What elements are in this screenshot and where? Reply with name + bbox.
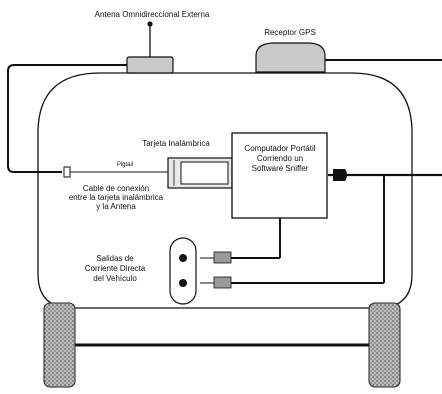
dc-outlet-socket <box>179 279 187 287</box>
antenna-label: Antena Omnidireccional Externa <box>94 10 210 19</box>
dc-plug <box>213 276 232 289</box>
dc-outlet-panel <box>169 237 197 305</box>
gps-receiver-icon <box>255 42 326 73</box>
antenna-cable <box>7 64 127 173</box>
dc-plug <box>213 251 232 264</box>
antenna-icon <box>147 21 153 27</box>
antenna-base <box>126 56 174 74</box>
dc-outlet-socket <box>179 254 187 262</box>
cable-label-line-2: entre la tarjeta inalámbrica <box>68 193 164 202</box>
wireless-card-label: Tarjeta Inalámbrica <box>142 139 210 148</box>
computer-label: Computador Portátil Corriendo un Softwar… <box>244 144 316 173</box>
cable-plug <box>333 169 347 181</box>
outputs-label-line-2: Corriente Directa <box>84 264 146 273</box>
laptop-box <box>231 132 328 219</box>
cable-label-line-3: y la Antena <box>96 202 136 211</box>
cable-label-line-1: Cable de conexión <box>82 184 150 193</box>
outputs-label-line-3: del Vehículo <box>93 274 137 283</box>
wheel-right <box>368 302 401 388</box>
gps-label: Receptor GPS <box>264 28 316 37</box>
outputs-label-line-1: Salidas de <box>96 254 134 263</box>
wheel-left <box>43 302 76 388</box>
cable-connector <box>63 166 71 178</box>
pigtail-label: Pigtail <box>116 162 134 168</box>
